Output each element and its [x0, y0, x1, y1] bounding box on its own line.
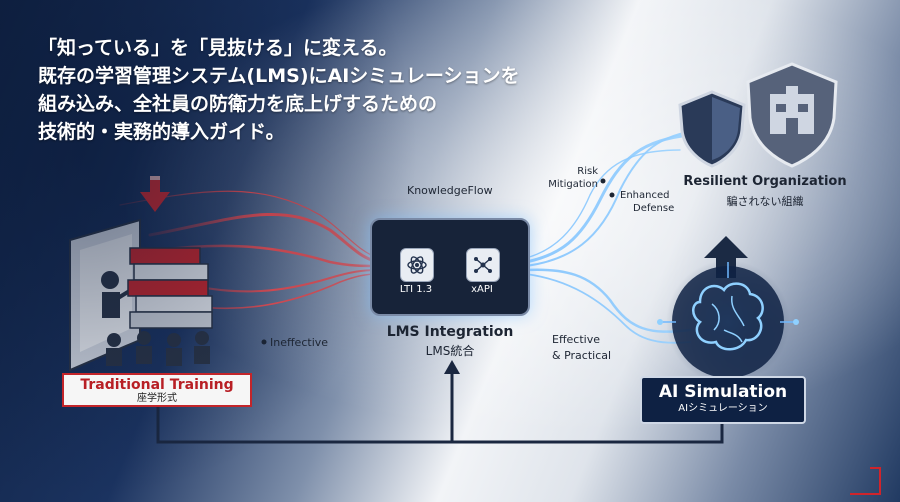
traditional-training-title: Traditional Training [80, 377, 234, 393]
resilient-organization-title: Resilient Organization [683, 174, 847, 189]
mitigation-label: Mitigation [548, 179, 598, 190]
traditional-training-subtitle: 座学形式 [137, 393, 177, 404]
headline-line-1: 「知っている」を「見抜ける」に変える。 [38, 37, 398, 59]
risk-label: Risk [577, 166, 598, 177]
ai-brain-icon [657, 260, 799, 384]
effective-label: Effective [552, 333, 600, 346]
knowledgeflow-label: KnowledgeFlow [407, 184, 493, 197]
enhanced-defense-dot [609, 192, 615, 198]
down-arrow-icon [140, 176, 170, 212]
network-nodes-icon [474, 257, 492, 273]
risk-mitigation-dot [600, 178, 606, 184]
headline: 「知っている」を「見抜ける」に変える。 既存の学習管理システム(LMS)にAIシ… [38, 34, 520, 146]
headline-line-4: 技術的・実務的導入ガイド。 [38, 121, 285, 143]
defense-label: Defense [633, 203, 675, 214]
lms-integration-hub: LTI 1.3 xAPI [370, 218, 530, 316]
loop-arrow-head [444, 360, 460, 374]
up-arrow-icon [704, 236, 748, 278]
ai-simulation-title: AI Simulation [658, 382, 788, 402]
xapi-label: xAPI [471, 284, 493, 295]
traditional-training-badge: Traditional Training 座学形式 [62, 373, 252, 407]
fortress-shield-icon [746, 62, 838, 168]
ineffective-label: Ineffective [270, 336, 329, 349]
resilient-organization-subtitle: 騙されない組織 [726, 195, 804, 208]
atom-icon-chip [400, 248, 434, 282]
corner-accent [850, 467, 881, 495]
lms-integration-title: LMS Integration [386, 324, 514, 340]
enhanced-label: Enhanced [620, 190, 670, 201]
headline-line-2: 既存の学習管理システム(LMS)にAIシミュレーションを [38, 65, 520, 87]
ai-simulation-subtitle: AIシミュレーション [678, 403, 768, 414]
blue-flow-lines [524, 129, 701, 344]
red-flow-lines [119, 190, 380, 310]
lms-integration-subtitle: LMS統合 [425, 344, 475, 358]
lti-label: LTI 1.3 [399, 284, 433, 295]
ai-simulation-badge: AI Simulation AIシミュレーション [640, 376, 806, 424]
practical-label: & Practical [552, 349, 612, 362]
atom-icon [407, 256, 427, 274]
network-icon-chip [466, 248, 500, 282]
ineffective-dot [261, 339, 267, 345]
shield-icon [678, 90, 746, 168]
teacher-with-books-icon [69, 218, 213, 372]
headline-line-3: 組み込み、全社員の防衛力を底上げするための [38, 93, 438, 115]
